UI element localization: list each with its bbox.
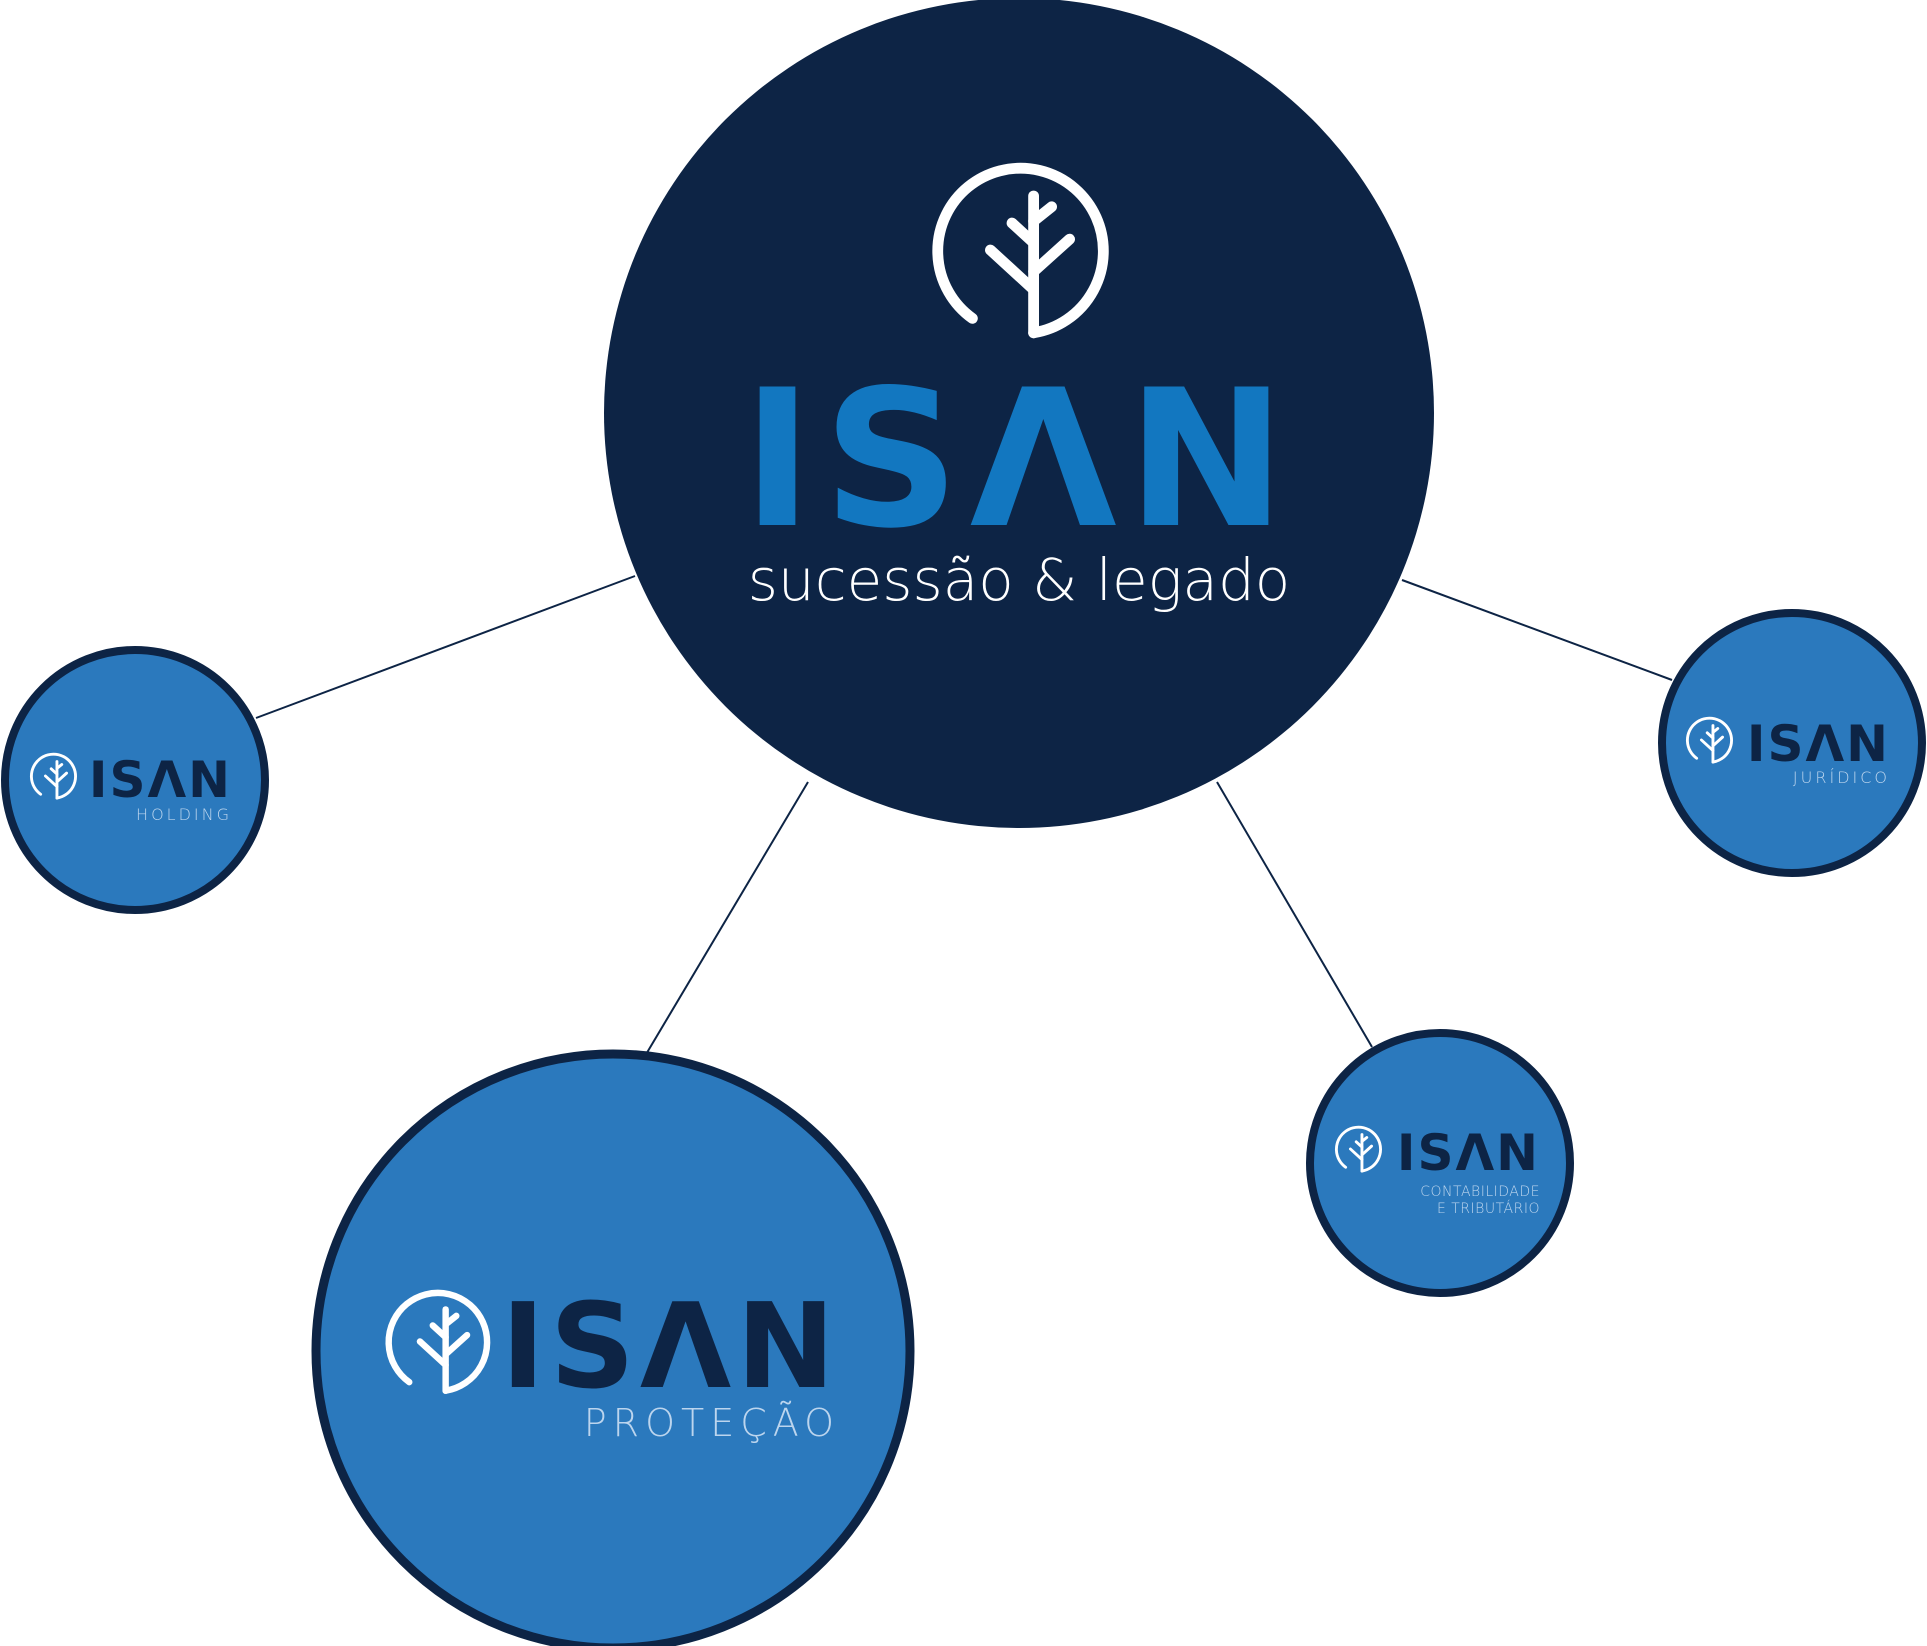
connector-juridico xyxy=(1401,579,1673,681)
contabilidade-wordmark: ISΛN xyxy=(1397,1124,1540,1182)
connector-contabilidade xyxy=(1216,781,1373,1048)
connectors xyxy=(255,575,1673,1057)
holding-node-circle xyxy=(1,646,269,914)
main-tagline: sucessão & legado xyxy=(748,546,1291,614)
contabilidade-label-line2: E TRIBUTÁRIO xyxy=(1437,1200,1540,1217)
contabilidade-node-circle xyxy=(1306,1029,1574,1297)
juridico-node: ISΛN JURÍDICO xyxy=(1658,609,1926,877)
juridico-node-circle xyxy=(1658,609,1926,877)
holding-label: HOLDING xyxy=(136,805,232,824)
holding-wordmark: ISΛN xyxy=(89,751,232,809)
juridico-wordmark: ISΛN xyxy=(1747,715,1890,773)
protecao-wordmark: ISΛN xyxy=(501,1277,840,1415)
connector-protecao xyxy=(644,781,809,1057)
protecao-label: PROTEÇÃO xyxy=(584,1401,840,1445)
contabilidade-node: ISΛN CONTABILIDADE E TRIBUTÁRIO xyxy=(1306,1029,1574,1297)
main-wordmark: ISΛN xyxy=(742,349,1296,570)
protecao-node: ISΛN PROTEÇÃO xyxy=(311,1049,915,1646)
main-node-circle xyxy=(604,0,1434,828)
contabilidade-label-line1: CONTABILIDADE xyxy=(1420,1184,1540,1200)
protecao-node-circle xyxy=(311,1049,915,1646)
connector-holding xyxy=(255,575,636,719)
main-node: ISΛN sucessão & legado xyxy=(604,0,1434,828)
holding-node: ISΛN HOLDING xyxy=(1,646,269,914)
juridico-label: JURÍDICO xyxy=(1793,768,1890,787)
